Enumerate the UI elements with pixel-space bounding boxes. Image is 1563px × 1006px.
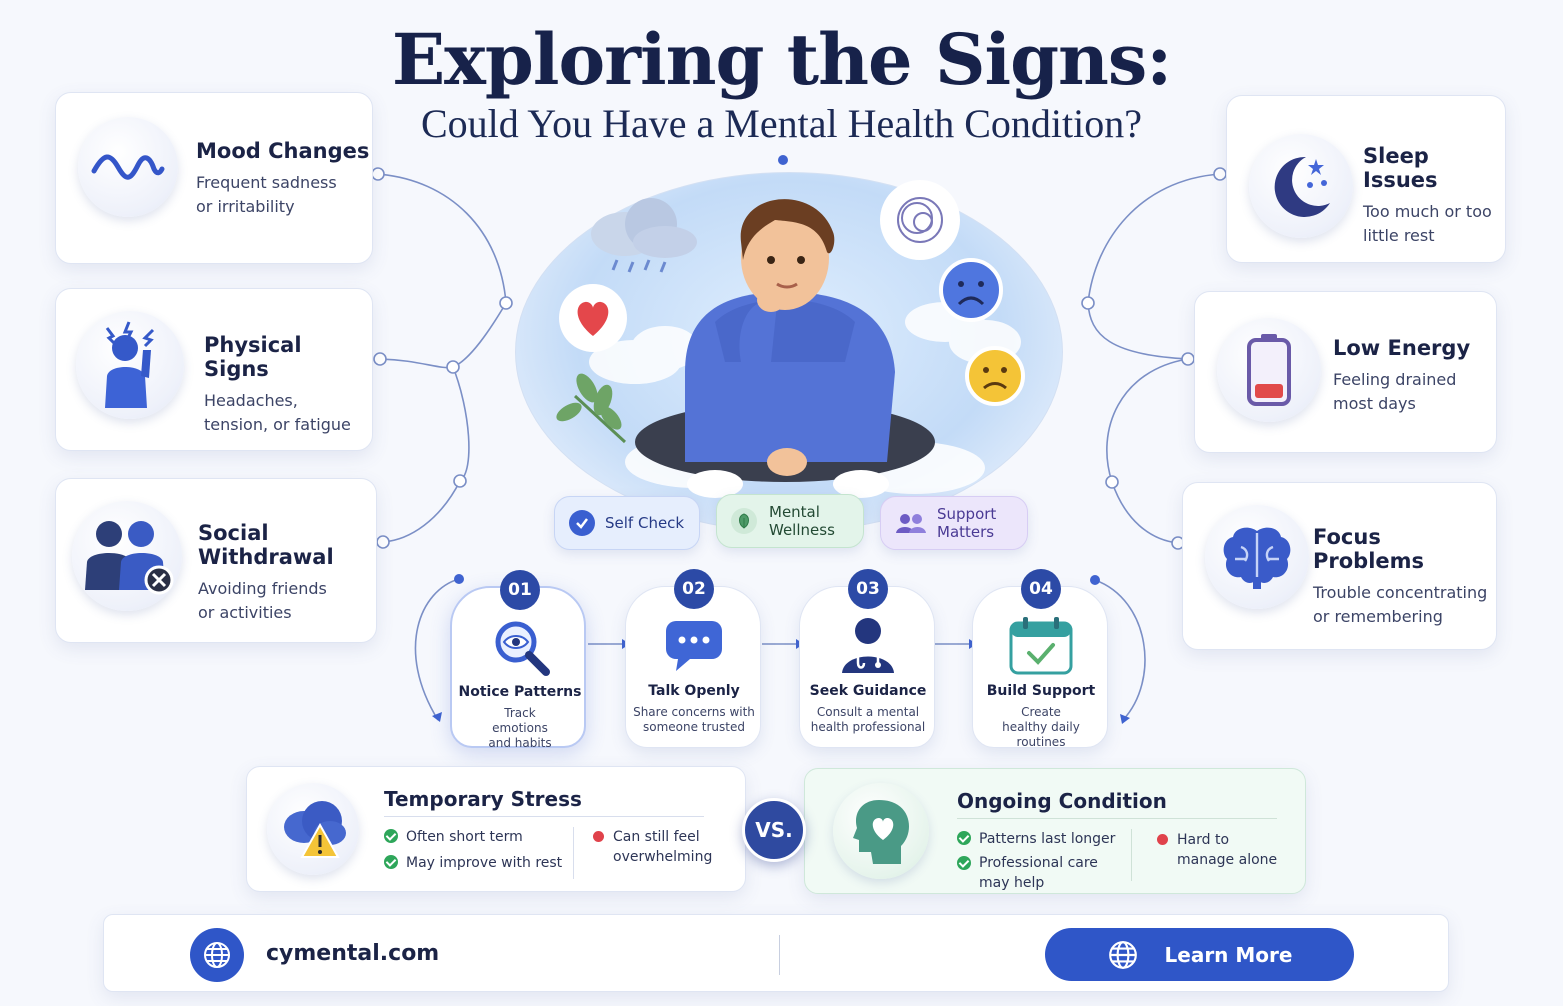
sign-card-focus-problems: Focus Problems Trouble concentrating or … (1182, 482, 1497, 650)
divider (779, 935, 780, 975)
sign-desc: Trouble concentrating or remembering (1313, 583, 1488, 626)
leaf-branch-icon (556, 373, 627, 444)
step-title: Notice Patterns (458, 684, 582, 700)
step-title: Talk Openly (648, 683, 740, 699)
scribble-bubble-icon (880, 180, 960, 260)
sign-title: Mood Changes (196, 139, 370, 163)
compare-pro-item: Often short term (384, 827, 523, 847)
sign-card-sleep-issues: Sleep Issues Too much or too little rest (1226, 95, 1506, 263)
globe-icon (1107, 939, 1139, 971)
sign-desc: Headaches, tension, or fatigue (204, 391, 351, 434)
sign-card-social-withdrawal: Social Withdrawal Avoiding friends or ac… (55, 478, 377, 643)
step-desc: Consult a mental health professional (810, 705, 926, 734)
pill-mental-wellness: Mental Wellness (716, 494, 864, 548)
step-desc: Create healthy daily routines (1002, 705, 1080, 749)
step-number: 04 (1021, 569, 1061, 609)
compare-con-item: Hard to manage alone (1157, 830, 1287, 870)
compare-title: Ongoing Condition (957, 789, 1167, 813)
sign-title: Low Energy (1333, 336, 1471, 360)
check-icon (384, 855, 398, 869)
sign-title: Social Withdrawal (198, 521, 334, 569)
alert-dot-icon (593, 831, 604, 842)
people-remove-icon (72, 501, 182, 611)
learn-more-label: Learn More (1164, 942, 1293, 967)
sign-desc: Feeling drained most days (1333, 370, 1457, 413)
compare-pro-item: Professional care may help (957, 853, 1107, 893)
step-title: Build Support (986, 683, 1096, 699)
sign-desc: Avoiding friends or activities (198, 579, 327, 622)
divider (1131, 829, 1132, 881)
sign-desc: Too much or too little rest (1363, 202, 1492, 245)
group-icon (895, 510, 927, 536)
person-headache-icon (76, 311, 184, 419)
check-circle-icon (569, 510, 595, 536)
compare-card-ongoing-condition: Ongoing Condition Patterns last longer P… (804, 768, 1306, 894)
pill-self-check: Self Check (554, 496, 700, 550)
step-number: 03 (848, 569, 888, 609)
compare-pro-item: Patterns last longer (957, 829, 1115, 849)
compare-con-item: Can still feel overwhelming (593, 827, 713, 867)
pill-label: Self Check (605, 514, 685, 532)
wave-icon (78, 117, 178, 217)
cloud-warning-icon (267, 783, 359, 875)
step-desc: Track emotions and habits (488, 706, 552, 750)
person-figure (635, 199, 935, 498)
moon-stars-icon (1249, 134, 1353, 238)
learn-more-button[interactable]: Learn More (1045, 928, 1354, 981)
magnifier-eye-icon (492, 618, 552, 682)
pill-support-matters: Support Matters (880, 496, 1028, 550)
check-icon (384, 829, 398, 843)
sign-card-low-energy: Low Energy Feeling drained most days (1194, 291, 1497, 453)
step-title: Seek Guidance (809, 683, 927, 699)
step-desc: Share concerns with someone trusted (633, 705, 755, 734)
pill-label: Mental Wellness (769, 503, 835, 539)
step-number: 02 (674, 569, 714, 609)
footer-bar: cymental.com Learn More (103, 914, 1449, 992)
compare-pro-item: May improve with rest (384, 853, 562, 873)
sign-title: Physical Signs (204, 333, 302, 381)
step-card-notice-patterns: 01 Notice Patterns Track emotions and ha… (450, 570, 586, 750)
heart-bubble-icon (559, 284, 627, 352)
check-icon (957, 856, 971, 870)
divider (957, 818, 1277, 819)
sign-desc: Frequent sadness or irritability (196, 173, 337, 216)
calendar-check-icon (1009, 617, 1073, 679)
check-icon (957, 831, 971, 845)
sign-title: Sleep Issues (1363, 144, 1438, 192)
vs-label: VS. (755, 818, 793, 842)
page-title: Exploring the Signs: (391, 18, 1172, 101)
step-card-talk-openly: 02 Talk Openly Share concerns with someo… (625, 569, 761, 748)
compare-card-temporary-stress: Temporary Stress Often short term May im… (246, 766, 746, 892)
sad-face-icon (939, 258, 1003, 322)
divider (384, 816, 704, 817)
sign-card-physical-signs: Physical Signs Headaches, tension, or fa… (55, 288, 373, 451)
step-card-build-support: 04 Build Support Create healthy daily ro… (972, 569, 1108, 749)
pill-label: Support Matters (937, 505, 997, 541)
brain-icon (1205, 505, 1309, 609)
worried-face-icon (965, 346, 1025, 406)
site-link[interactable]: cymental.com (266, 941, 440, 966)
vs-badge: VS. (742, 798, 806, 862)
sign-title: Focus Problems (1313, 525, 1425, 573)
rain-cloud-icon (591, 198, 697, 273)
compare-title: Temporary Stress (384, 787, 582, 811)
step-number: 01 (500, 570, 540, 610)
alert-dot-icon (1157, 834, 1168, 845)
step-card-seek-guidance: 03 Seek Guidance Consult a mental health… (799, 569, 935, 748)
low-battery-icon (1217, 318, 1321, 422)
doctor-icon (838, 615, 898, 679)
sign-card-mood-changes: Mood Changes Frequent sadness or irritab… (55, 92, 373, 264)
globe-icon (190, 928, 244, 982)
chat-bubble-icon (664, 619, 724, 677)
head-heart-icon (833, 783, 929, 879)
page-subtitle: Could You Have a Mental Health Condition… (420, 101, 1143, 146)
divider (573, 827, 574, 879)
leaf-icon (731, 508, 757, 534)
thinking-person-illustration (556, 180, 1025, 498)
